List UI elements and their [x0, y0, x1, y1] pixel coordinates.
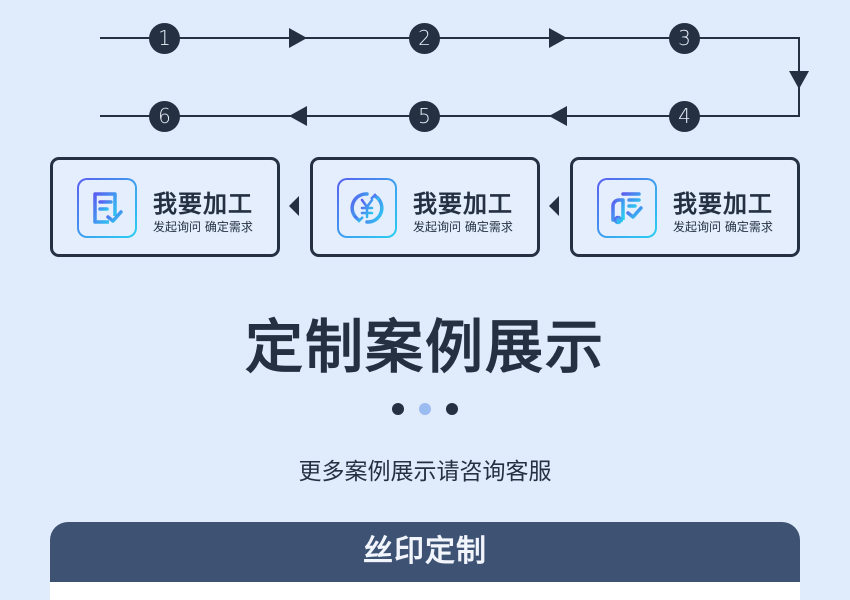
yuan-exchange-icon — [337, 178, 397, 238]
panel-title: 丝印定制 — [363, 534, 487, 569]
carousel-dot[interactable] — [392, 403, 404, 415]
step-1: 1 — [149, 23, 180, 54]
showcase-title: 定制案例展示 — [244, 313, 605, 381]
arrow-down-icon — [789, 71, 809, 89]
step-5: 5 — [409, 101, 440, 132]
card-subtitle: 发起询问 确定需求 — [673, 220, 773, 234]
showcase-subtitle: 更多案例展示请咨询客服 — [298, 459, 552, 485]
process-card-3[interactable]: 我要加工 发起询问 确定需求 — [570, 157, 800, 257]
arrow-left-icon — [549, 106, 567, 126]
flow-line-top — [100, 37, 800, 39]
arrow-right-icon — [549, 28, 567, 48]
step-3: 3 — [669, 23, 700, 54]
card-subtitle: 发起询问 确定需求 — [153, 220, 253, 234]
carousel-dot-active[interactable] — [419, 403, 431, 415]
process-card-2[interactable]: 我要加工 发起询问 确定需求 — [310, 157, 540, 257]
checklist-icon — [77, 178, 137, 238]
arrow-left-icon — [549, 196, 559, 216]
step-2: 2 — [409, 23, 440, 54]
step-6: 6 — [149, 101, 180, 132]
process-card-1[interactable]: 我要加工 发起询问 确定需求 — [50, 157, 280, 257]
card-title: 我要加工 — [673, 190, 773, 218]
arrow-right-icon — [289, 28, 307, 48]
arrow-left-icon — [289, 196, 299, 216]
process-flow: 1 2 3 4 5 6 — [0, 0, 850, 140]
card-subtitle: 发起询问 确定需求 — [413, 220, 513, 234]
step-4: 4 — [669, 101, 700, 132]
arrow-left-icon — [289, 106, 307, 126]
panel-body — [50, 582, 800, 600]
card-title: 我要加工 — [153, 190, 253, 218]
carousel-dots — [0, 403, 850, 415]
carousel-dot[interactable] — [446, 403, 458, 415]
card-title: 我要加工 — [413, 190, 513, 218]
silkscreen-panel: 丝印定制 — [50, 522, 800, 600]
flow-line-bottom — [100, 115, 800, 117]
delivery-checklist-icon — [597, 178, 657, 238]
